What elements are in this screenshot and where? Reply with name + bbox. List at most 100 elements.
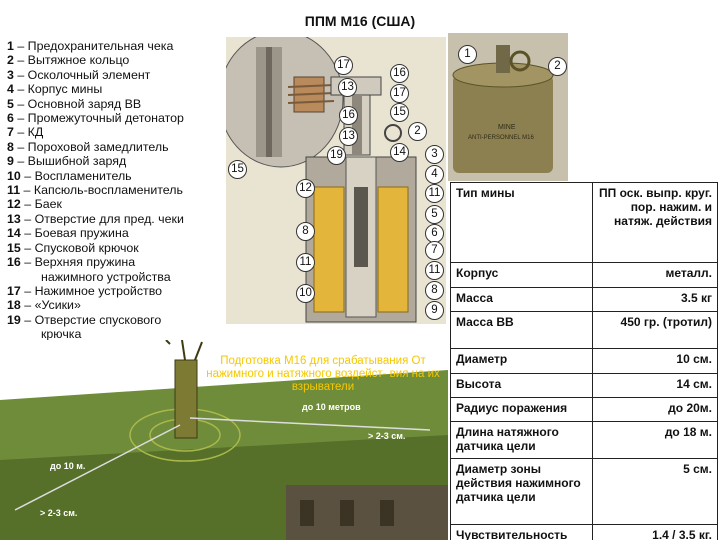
callout-8: 8 [425,281,444,300]
legend-item: 11 – Капсюль-воспламенитель [7,183,232,197]
photo-callout-2: 2 [548,57,567,76]
spec-label: Диаметр [450,348,593,374]
legend-item-number: 8 [7,139,14,154]
legend-item: 1 – Предохранительная чека [7,39,232,53]
callout-15: 15 [390,103,409,122]
legend-item-number: 15 [7,240,21,255]
spec-value: 3.5 кг [592,287,718,312]
callout-10: 10 [296,284,315,303]
spec-label: Диаметр зоны действия нажимного датчика … [450,458,593,525]
spec-label: Радиус поражения [450,397,593,422]
spec-value: металл. [592,262,718,288]
callout-19: 19 [327,146,346,165]
callout-7: 7 [425,241,444,260]
page-title: ППМ М16 (США) [304,13,416,29]
legend-item-text: – Отверстие для пред. чеки [20,211,184,226]
legend-item-continuation: крючка [41,327,82,342]
callout-5: 5 [425,205,444,224]
legend-item-number: 2 [7,53,14,68]
legend-item: 17 – Нажимное устройство [7,284,232,298]
legend-item-text: – Промежуточный детонатор [13,111,184,126]
legend-item-number: 19 [7,312,21,327]
legend-item-text: – Капсюль-воспламенитель [20,183,183,198]
spec-label: Высота [450,373,593,398]
callout-8: 8 [296,222,315,241]
callout-11: 11 [425,261,444,280]
spec-label: Тип мины [450,182,593,263]
legend-item-number: 12 [7,197,21,212]
callout-17: 17 [390,84,409,103]
mine-photo: MINE ANTI-PERSONNEL M16 [448,33,568,181]
spec-value: ПП оск. выпр. круг. пор. нажим. и натяж.… [592,182,718,263]
spec-value: до 18 м. [592,421,718,459]
mine-cutaway-drawing [218,30,446,324]
legend-item: 2 – Вытяжное кольцо [7,53,232,67]
legend-item-number: 3 [7,67,14,82]
spec-value: 450 гр. (тротил) [592,311,718,349]
legend-item-text: – Нажимное устройство [20,283,163,298]
legend-item-number: 4 [7,82,14,97]
legend-item-number: 1 [7,39,14,53]
legend-item-text: – Осколочный элемент [13,67,151,82]
spec-value: 14 см. [592,373,718,398]
mine-photo-svg: MINE ANTI-PERSONNEL M16 [448,33,568,181]
spec-label: Длина натяжного датчика цели [450,421,593,459]
legend-item: 15 – Спусковой крючок [7,241,232,255]
legend-item-number: 13 [7,211,21,226]
legend-item: 5 – Основной заряд ВВ [7,97,232,111]
legend-item: 9 – Вышибной заряд [7,154,232,168]
cutaway-svg [218,30,446,324]
callout-9: 9 [425,301,444,320]
field-deployment-diagram [0,339,448,540]
photo-callout-1: 1 [458,45,477,64]
legend-item: 14 – Боевая пружина [7,226,232,240]
can-text-mine: MINE [498,124,516,131]
legend-item-text: – Отверстие спускового [20,312,162,327]
legend-item: 3 – Осколочный элемент [7,68,232,82]
legend-item: 6 – Промежуточный детонатор [7,111,232,125]
legend-item: 12 – Баек [7,197,232,211]
dim-2-3cm-right: > 2-3 см. [368,431,406,441]
spec-value: 10 см. [592,348,718,374]
legend-item-number: 18 [7,298,21,313]
spec-label: Корпус [450,262,593,288]
legend-item-text: – Пороховой замедлитель [13,139,169,154]
legend-item-number: 9 [7,154,14,169]
callout-12: 12 [296,179,315,198]
legend-item: 8 – Пороховой замедлитель [7,140,232,154]
legend-item: 18 – «Усики» [7,298,232,312]
spec-label: Масса ВВ [450,311,593,349]
can-text-ap: ANTI-PERSONNEL M16 [468,135,534,141]
legend-item-number: 6 [7,111,14,126]
spec-label: Масса [450,287,593,312]
field-caption: Подготовка М16 для срабатывания От нажим… [206,355,440,393]
legend-item: 10 – Воспламенитель [7,169,232,183]
callout-4: 4 [425,165,444,184]
legend-item-text: – Корпус мины [13,82,103,97]
dim-10m-left: до 10 м. [50,461,86,471]
legend-item-text: – Воспламенитель [20,168,132,183]
legend-item-number: 17 [7,283,21,298]
legend-item-number: 14 [7,226,21,241]
callout-16: 16 [339,106,358,125]
legend-item-number: 5 [7,96,14,111]
legend-item-number: 10 [7,168,21,183]
legend-item-number: 16 [7,255,21,270]
legend-item-text: – Вытяжное кольцо [13,53,130,68]
field-svg [0,339,448,540]
legend-item-number: 7 [7,125,14,140]
legend-item-text: – КД [13,125,44,140]
callout-14: 14 [390,143,409,162]
callout-17: 17 [334,56,353,75]
